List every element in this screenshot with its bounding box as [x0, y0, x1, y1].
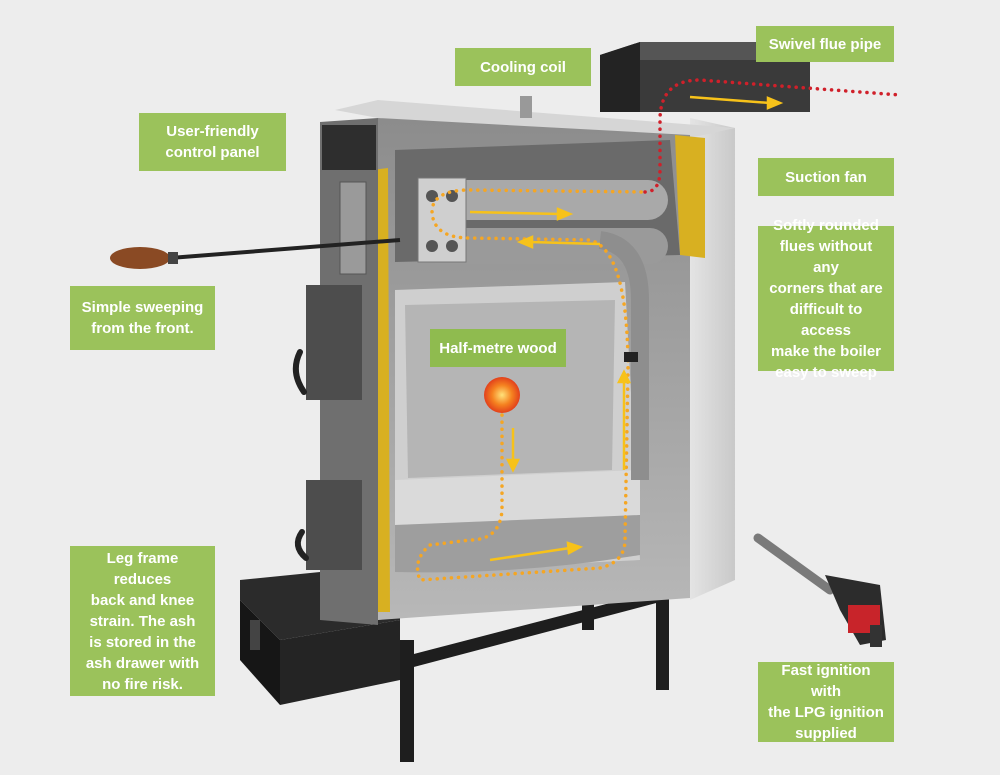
sweeping-tool: [110, 238, 401, 269]
casing-top: [335, 100, 735, 138]
boiler-front: [292, 118, 378, 625]
cooling-coil-stub: [520, 96, 532, 118]
label-leg-frame: Leg frame reduces back and knee strain. …: [70, 546, 215, 696]
label-fast-ignition: Fast ignition with the LPG ignition supp…: [758, 662, 894, 742]
label-simple-sweeping: Simple sweeping from the front.: [70, 286, 215, 350]
flue-sensor: [624, 352, 638, 362]
label-half-metre-wood: Half-metre wood: [430, 329, 566, 367]
flow-arrows: [469, 95, 784, 562]
label-control-panel: User-friendly control panel: [139, 113, 286, 171]
flame-icon: [484, 377, 520, 413]
label-rounded-flues: Softly rounded flues without any corners…: [758, 217, 894, 381]
combustion-chamber: [395, 282, 640, 573]
label-cooling-coil: Cooling coil: [455, 48, 591, 86]
lpg-igniter: [753, 533, 886, 647]
insulation-right: [675, 135, 705, 258]
label-suction-fan: Suction fan: [758, 158, 894, 196]
label-swivel-flue-pipe: Swivel flue pipe: [756, 26, 894, 62]
